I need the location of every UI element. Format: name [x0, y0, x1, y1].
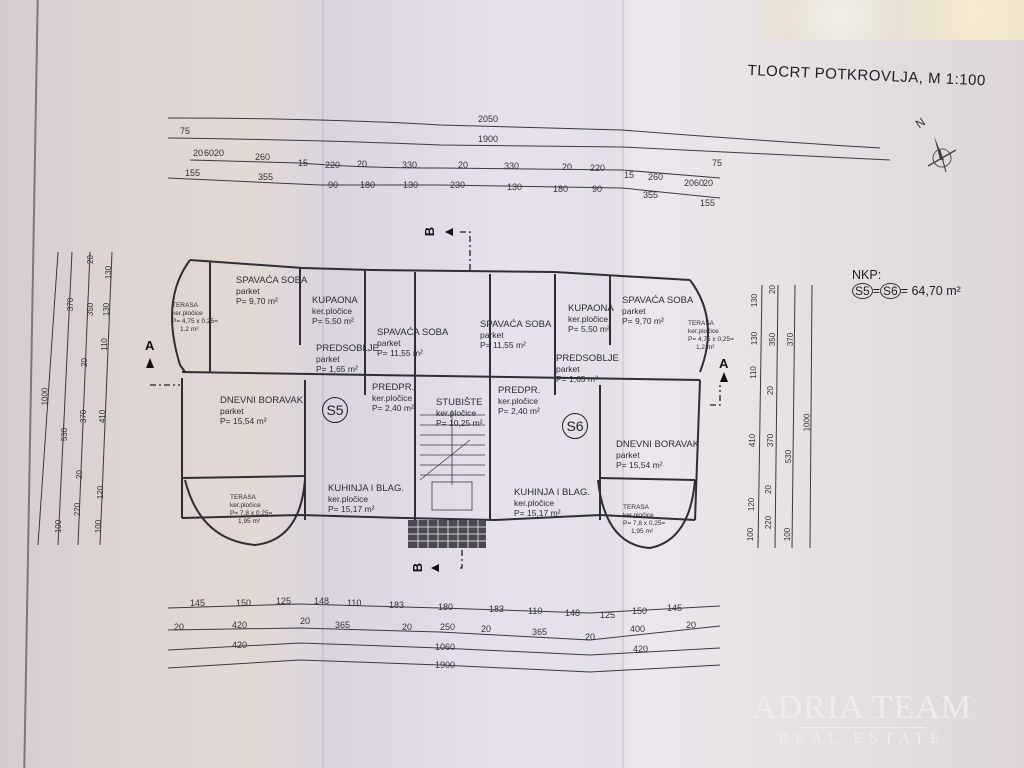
section-marker-b-top: B	[422, 226, 438, 237]
unit-s6-badge: S6	[880, 283, 901, 299]
dim-line-row4	[167, 177, 721, 199]
paper-fold	[322, 0, 324, 768]
wall-south	[181, 513, 696, 522]
dim-overall: 2050	[478, 114, 499, 124]
watermark-divider	[798, 727, 926, 728]
dim-offset-left: 75	[180, 126, 191, 136]
watermark-tagline: REAL ESTATE	[778, 730, 946, 747]
adria-team-watermark: ADRIA TEAM REAL ESTATE	[752, 690, 972, 748]
watermark-brand: ADRIA TEAM	[752, 689, 972, 726]
dim-line-overall	[167, 117, 881, 149]
arrow-b-top-icon	[445, 228, 453, 236]
north-arrow-icon	[927, 136, 957, 173]
section-marker-b-bottom: B	[410, 562, 426, 573]
terrace-curve-nw	[171, 259, 191, 373]
dim-line-bottom-4	[167, 659, 721, 673]
nkp-label: NKP:	[852, 268, 882, 282]
wall-east	[694, 379, 701, 521]
staircase	[419, 410, 485, 511]
paper-fold	[622, 0, 624, 768]
section-marker-a-right: A	[719, 356, 729, 371]
unit-s5-badge: S5	[852, 283, 873, 299]
dim-line-bottom-1	[167, 603, 721, 614]
dim-offset-right: 75	[712, 158, 723, 168]
lace-tablecloth	[760, 0, 1024, 40]
arrow-a-right-icon	[720, 372, 728, 382]
dim-line-bottom-2	[167, 625, 721, 641]
terrace-curve-ne	[689, 279, 709, 373]
nkp-note: NKP: S5=S6= 64,70 m²	[852, 268, 961, 299]
dim-line-row3	[189, 159, 721, 179]
arrow-b-bottom-icon	[431, 564, 439, 572]
terrace-curve-se	[597, 479, 696, 550]
wall-north	[189, 259, 691, 281]
section-line-b-bottom	[460, 550, 463, 569]
section-marker-a-left: A	[145, 338, 155, 353]
dim-line-total	[167, 137, 891, 161]
section-line-b-top	[460, 231, 471, 272]
section-line-a-right	[710, 385, 721, 406]
entrance-grid	[408, 520, 486, 548]
dim-line-bottom-3	[167, 642, 721, 656]
terrace-curve-sw	[184, 479, 306, 547]
dim-line-left-1	[37, 251, 59, 546]
nkp-area: = 64,70 m²	[900, 284, 961, 298]
unit-tag-s6: S6	[562, 413, 588, 439]
dim-total: 1900	[478, 134, 499, 144]
unit-tag-s5: S5	[322, 397, 348, 423]
arrow-a-left-icon	[146, 358, 154, 368]
